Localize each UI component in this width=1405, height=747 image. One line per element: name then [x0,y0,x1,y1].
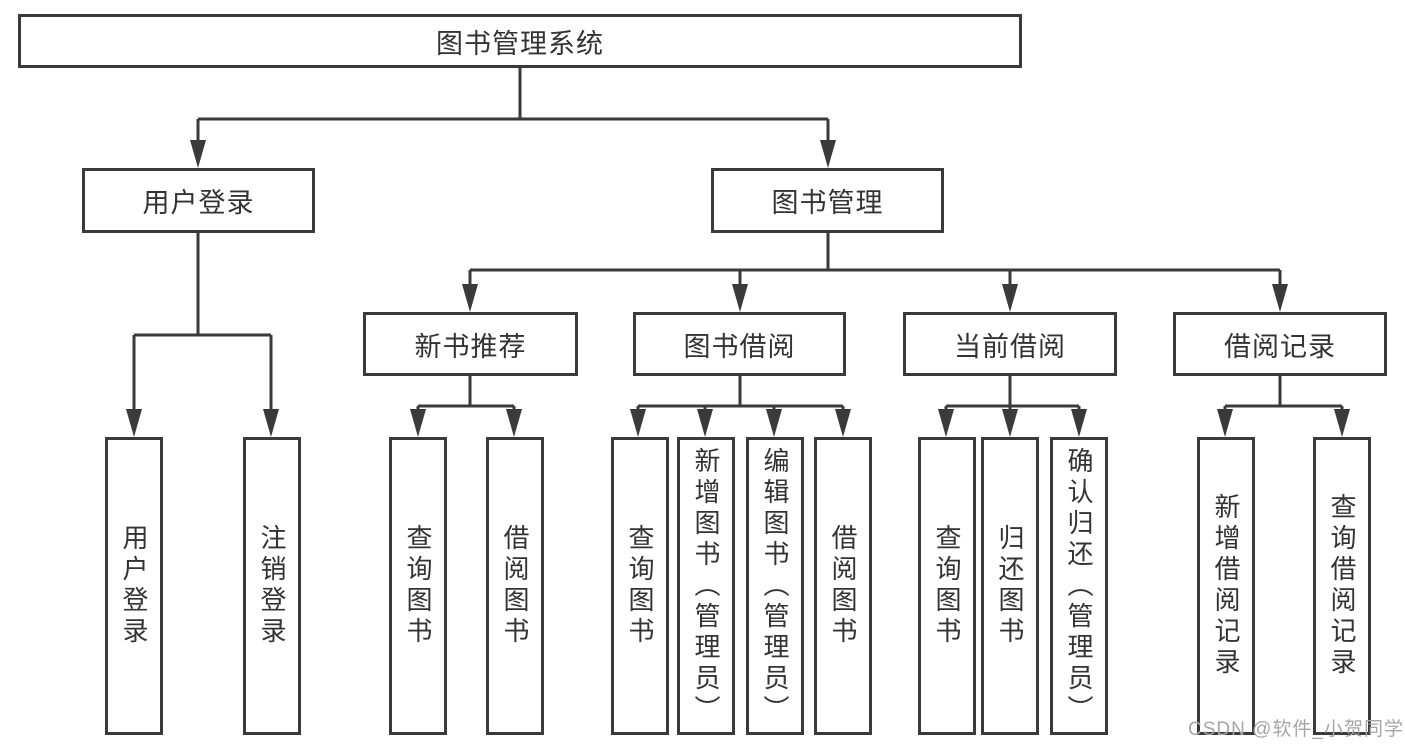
leaf-borrow-books-label: 借阅图书 [828,524,858,648]
leaf-add-borrow-record: 新增借阅记录 [1197,437,1255,735]
node-book-borrowing: 图书借阅 [633,312,846,376]
node-current-borrowing: 当前借阅 [903,312,1117,376]
leaf-edit-books-admin: 编辑图书（管理员） [746,437,804,735]
leaf-add-books-admin-label: 新增图书（管理员） [691,446,721,726]
leaf-user-login-label: 用户登录 [119,524,149,648]
leaf-confirm-return-admin-label: 确认归还（管理员） [1064,446,1094,726]
leaf-return-books: 归还图书 [981,437,1039,735]
node-borrowing-records: 借阅记录 [1173,312,1387,376]
leaf-query-books-recommend-label: 查询图书 [403,524,433,648]
leaf-user-login: 用户登录 [105,437,163,735]
leaf-query-books-borrow: 查询图书 [611,437,669,735]
leaf-query-books-current: 查询图书 [918,437,976,735]
leaf-query-borrow-record: 查询借阅记录 [1313,437,1371,735]
leaf-query-books-borrow-label: 查询图书 [625,524,655,648]
leaf-add-borrow-record-label: 新增借阅记录 [1211,493,1241,679]
leaf-confirm-return-admin: 确认归还（管理员） [1050,437,1108,735]
leaf-borrow-books-recommend: 借阅图书 [486,437,544,735]
leaf-query-books-current-label: 查询图书 [932,524,962,648]
leaf-logout-login: 注销登录 [243,437,301,735]
node-book-management: 图书管理 [711,168,944,233]
leaf-edit-books-admin-label: 编辑图书（管理员） [760,446,790,726]
node-library-management-system: 图书管理系统 [18,14,1022,68]
leaf-borrow-books: 借阅图书 [814,437,872,735]
node-user-login: 用户登录 [82,168,315,233]
leaf-return-books-label: 归还图书 [995,524,1025,648]
leaf-add-books-admin: 新增图书（管理员） [677,437,735,735]
leaf-query-borrow-record-label: 查询借阅记录 [1327,493,1357,679]
watermark: CSDN @软件_小贺同学 [1188,719,1404,740]
leaf-borrow-books-recommend-label: 借阅图书 [500,524,530,648]
leaf-logout-login-label: 注销登录 [257,524,287,648]
node-new-book-recommendation: 新书推荐 [363,312,578,376]
leaf-query-books-recommend: 查询图书 [389,437,447,735]
